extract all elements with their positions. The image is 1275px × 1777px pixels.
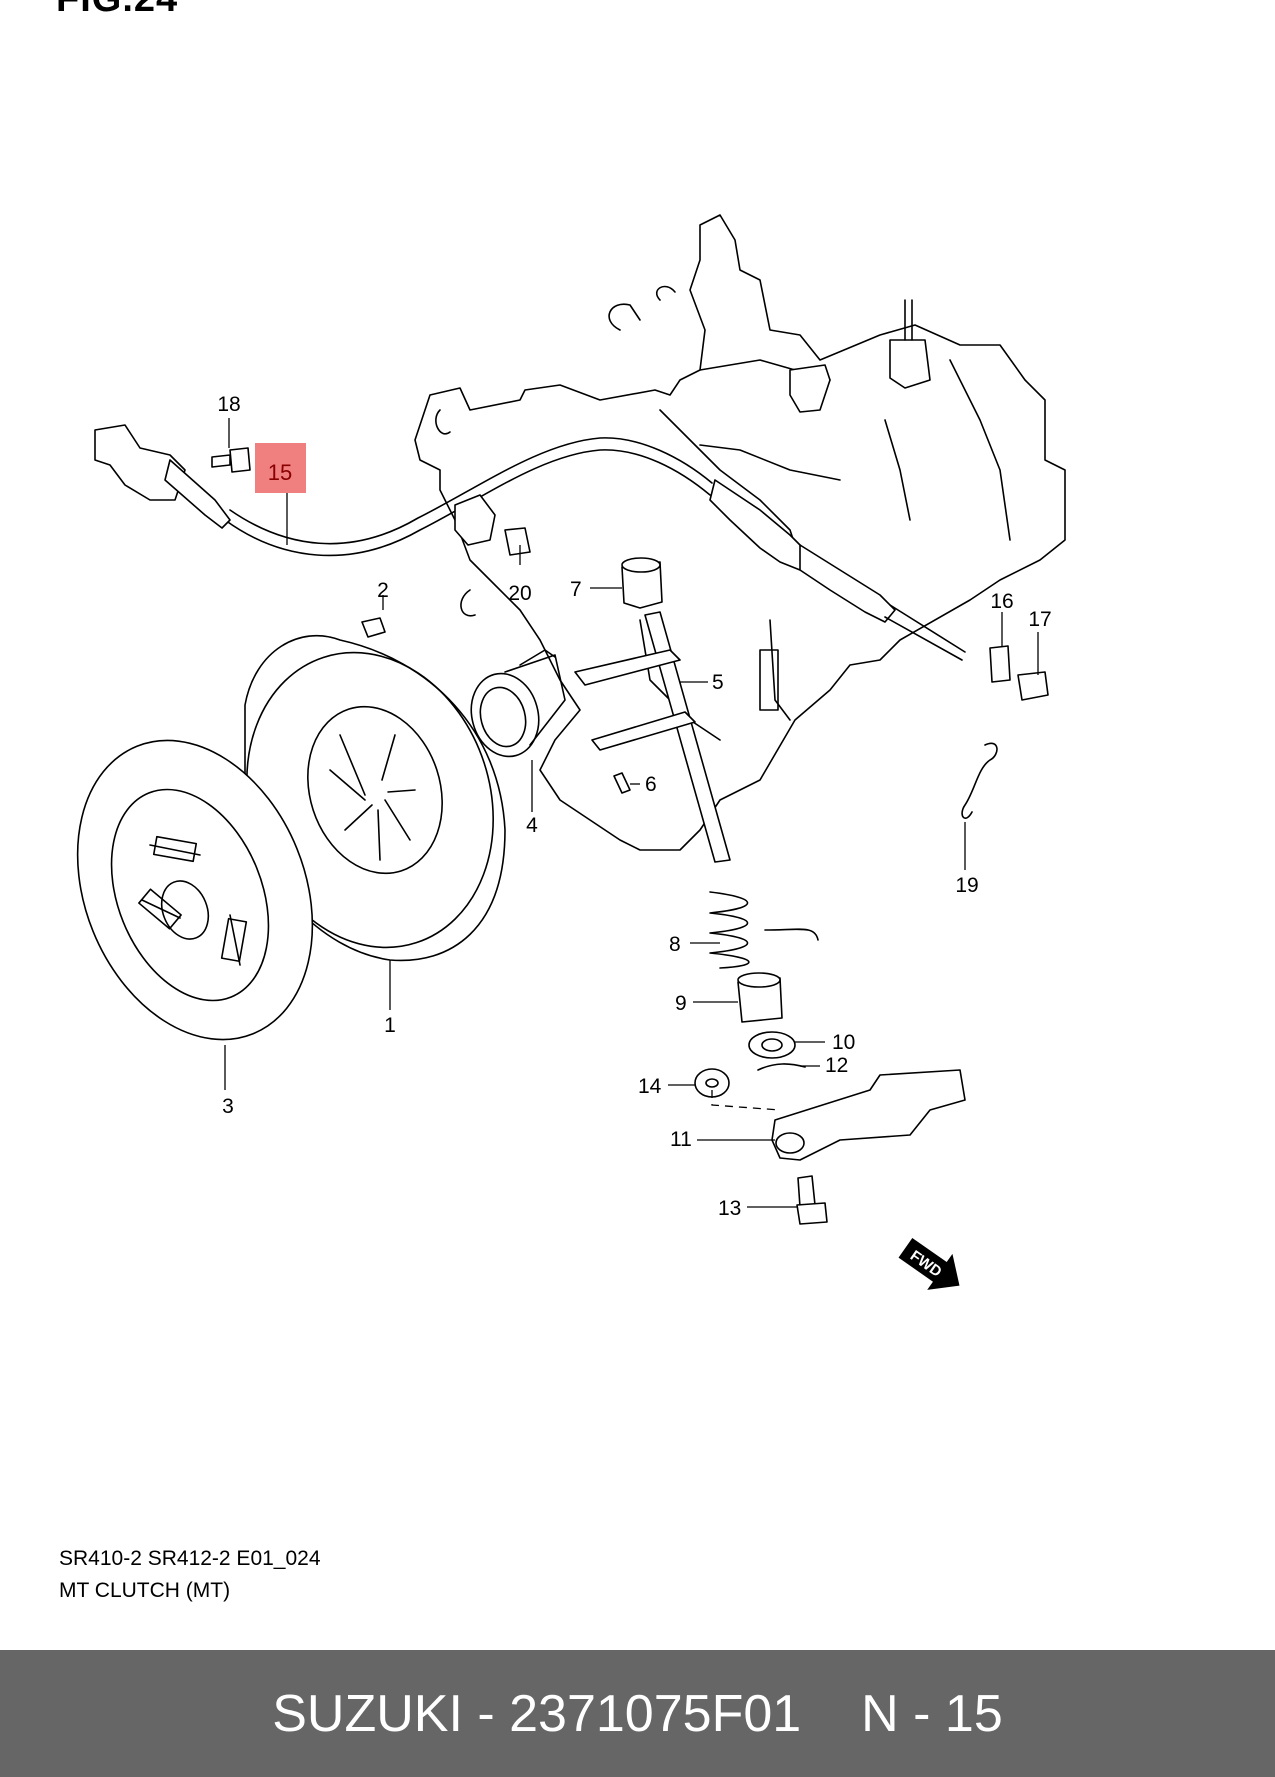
clutch-cable-part-15 — [94, 424, 966, 661]
washer-part-12 — [757, 1063, 806, 1071]
bushing-part-9 — [737, 972, 783, 1023]
bushing-part-16 — [989, 645, 1011, 683]
clip-part-19 — [961, 742, 998, 819]
footer-brand: SUZUKI — [272, 1684, 463, 1743]
caption-model-code: SR410-2 SR412-2 E01_024 — [59, 1547, 321, 1570]
footer-part-number: 2371075F01 — [509, 1684, 802, 1743]
seal-inner — [761, 1038, 783, 1052]
callout-16[interactable]: 16 — [990, 590, 1013, 613]
callout-15[interactable]: 15 — [268, 460, 292, 485]
callout-1[interactable]: 1 — [384, 1014, 396, 1037]
callout-12[interactable]: 12 — [825, 1054, 848, 1077]
callout-20[interactable]: 20 — [508, 582, 531, 605]
callout-3[interactable]: 3 — [222, 1095, 234, 1118]
callout-7[interactable]: 7 — [570, 578, 582, 601]
leader-lines — [224, 418, 1039, 1208]
callout-5[interactable]: 5 — [712, 671, 724, 694]
callout-labels: 1 2 3 4 5 6 7 8 9 10 11 12 13 14 16 17 1… — [217, 393, 1051, 1220]
callout-6[interactable]: 6 — [645, 773, 657, 796]
callout-19[interactable]: 19 — [955, 874, 978, 897]
bolt-part-2 — [361, 617, 386, 638]
bushing-inner — [705, 1078, 719, 1088]
bolt-part-20 — [504, 527, 531, 556]
footer-bar: SUZUKI - 2371075F01 N - 15 — [0, 1650, 1275, 1777]
spring-part-8 — [709, 891, 819, 969]
callout-11[interactable]: 11 — [670, 1128, 692, 1151]
callout-9[interactable]: 9 — [675, 992, 687, 1015]
callout-13[interactable]: 13 — [718, 1197, 741, 1220]
bushing-part-7 — [621, 557, 663, 609]
clutch-disc-part-3 — [76, 739, 314, 1041]
bushing-part-17 — [1017, 671, 1049, 701]
callout-14[interactable]: 14 — [638, 1075, 662, 1098]
fwd-direction-arrow: FWD — [898, 1237, 960, 1290]
footer-position: N - 15 — [861, 1684, 1003, 1743]
bolt-part-18 — [211, 447, 251, 473]
exploded-parts-diagram: 15 1 2 3 4 5 6 7 8 9 10 11 12 13 14 16 1… — [76, 214, 1066, 1290]
pressure-plate-part-1 — [244, 635, 506, 962]
bolt-part-13 — [796, 1175, 828, 1225]
highlight-box-part-15[interactable] — [255, 443, 306, 493]
callout-18[interactable]: 18 — [217, 393, 240, 416]
callout-8[interactable]: 8 — [669, 933, 681, 956]
callout-4[interactable]: 4 — [526, 814, 538, 837]
release-bearing-part-4 — [470, 649, 566, 758]
callout-10[interactable]: 10 — [832, 1031, 855, 1054]
callout-17[interactable]: 17 — [1028, 608, 1051, 631]
release-lever-part-11 — [771, 1069, 966, 1161]
pin-part-6 — [613, 772, 631, 794]
caption-section-title: MT CLUTCH (MT) — [59, 1579, 231, 1602]
figure-caption: SR410-2 SR412-2 E01_024 MT CLUTCH (MT) — [59, 1543, 321, 1607]
footer-separator: - — [462, 1684, 510, 1743]
figure-title: FIG.24 — [56, 0, 178, 21]
callout-2[interactable]: 2 — [377, 579, 389, 602]
release-shaft-part-5 — [574, 611, 731, 863]
seal-part-10 — [748, 1031, 796, 1059]
